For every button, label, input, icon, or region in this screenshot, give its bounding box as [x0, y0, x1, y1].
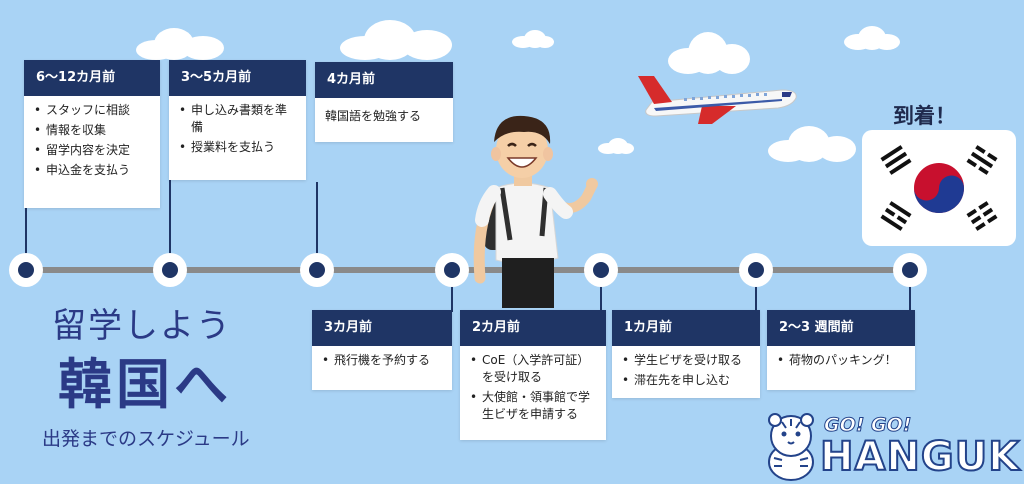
- korean-flag-icon: [880, 145, 998, 231]
- timeline-node: [300, 253, 334, 287]
- timeline-node: [739, 253, 773, 287]
- card-period: 3カ月前: [312, 310, 452, 346]
- timeline-node: [584, 253, 618, 287]
- flag-card: [862, 130, 1016, 246]
- airplane-icon: [638, 76, 797, 124]
- schedule-card: 1カ月前 学生ビザを受け取る 滞在先を申し込む: [612, 310, 760, 398]
- card-item: 韓国語を勉強する: [325, 109, 422, 123]
- cloud-icon: [768, 126, 856, 162]
- card-item: 大使館・領事館で学生ビザを申請する: [470, 389, 596, 423]
- tiger-mascot-icon: [768, 413, 814, 481]
- timeline-node: [893, 253, 927, 287]
- card-period: 6〜12カ月前: [24, 60, 160, 96]
- card-period: 3〜5カ月前: [169, 60, 306, 96]
- timeline-stem: [755, 268, 757, 312]
- timeline-stem: [909, 268, 911, 312]
- timeline-stem: [25, 208, 27, 268]
- card-item: スタッフに相談: [34, 102, 150, 119]
- card-item: 飛行機を予約する: [322, 352, 442, 369]
- timeline-stem: [451, 268, 453, 312]
- timeline-stem: [600, 268, 602, 312]
- card-item: 荷物のパッキング！: [777, 352, 905, 369]
- card-period: 1カ月前: [612, 310, 760, 346]
- schedule-card: 4カ月前 韓国語を勉強する: [315, 62, 453, 142]
- timeline-node: [435, 253, 469, 287]
- brand-logo: GO! GO! HANGUK: [760, 408, 1024, 484]
- schedule-card: 3〜5カ月前 申し込み書類を準備 授業料を支払う: [169, 60, 306, 180]
- card-item: 授業料を支払う: [179, 139, 296, 156]
- brand-text-top: GO! GO!: [823, 414, 912, 437]
- card-period: 4カ月前: [315, 62, 453, 98]
- cloud-icon: [844, 26, 900, 50]
- student-illustration: [473, 115, 598, 308]
- card-item: 学生ビザを受け取る: [622, 352, 750, 369]
- card-item: CoE（入学許可証）を受け取る: [470, 352, 596, 386]
- card-item: 情報を収集: [34, 122, 150, 139]
- timeline-line: [24, 267, 914, 273]
- cloud-icon: [668, 32, 750, 74]
- schedule-card: 2〜3 週間前 荷物のパッキング！: [767, 310, 915, 390]
- schedule-card: 2カ月前 CoE（入学許可証）を受け取る 大使館・領事館で学生ビザを申請する: [460, 310, 606, 440]
- card-item: 滞在先を申し込む: [622, 372, 750, 389]
- timeline-node: [9, 253, 43, 287]
- brand-text-bottom: HANGUK: [819, 433, 1021, 481]
- cloud-icon: [512, 30, 554, 48]
- title-subtitle: 出発までのスケジュール: [42, 428, 250, 450]
- timeline-stem: [316, 182, 318, 268]
- timeline-node: [153, 253, 187, 287]
- title-line-2: 韓国へ: [58, 353, 232, 416]
- timeline-stem: [169, 180, 171, 268]
- cloud-icon: [136, 28, 224, 60]
- card-period: 2〜3 週間前: [767, 310, 915, 346]
- card-period: 2カ月前: [460, 310, 606, 346]
- schedule-card: 6〜12カ月前 スタッフに相談 情報を収集 留学内容を決定 申込金を支払う: [24, 60, 160, 208]
- card-item: 申込金を支払う: [34, 162, 150, 179]
- title-line-1: 留学しよう: [52, 306, 232, 346]
- arrival-label: 到着！: [893, 104, 956, 128]
- cloud-icon: [340, 20, 452, 60]
- card-item: 申し込み書類を準備: [179, 102, 296, 136]
- schedule-card: 3カ月前 飛行機を予約する: [312, 310, 452, 390]
- card-item: 留学内容を決定: [34, 142, 150, 159]
- cloud-icon: [598, 138, 634, 154]
